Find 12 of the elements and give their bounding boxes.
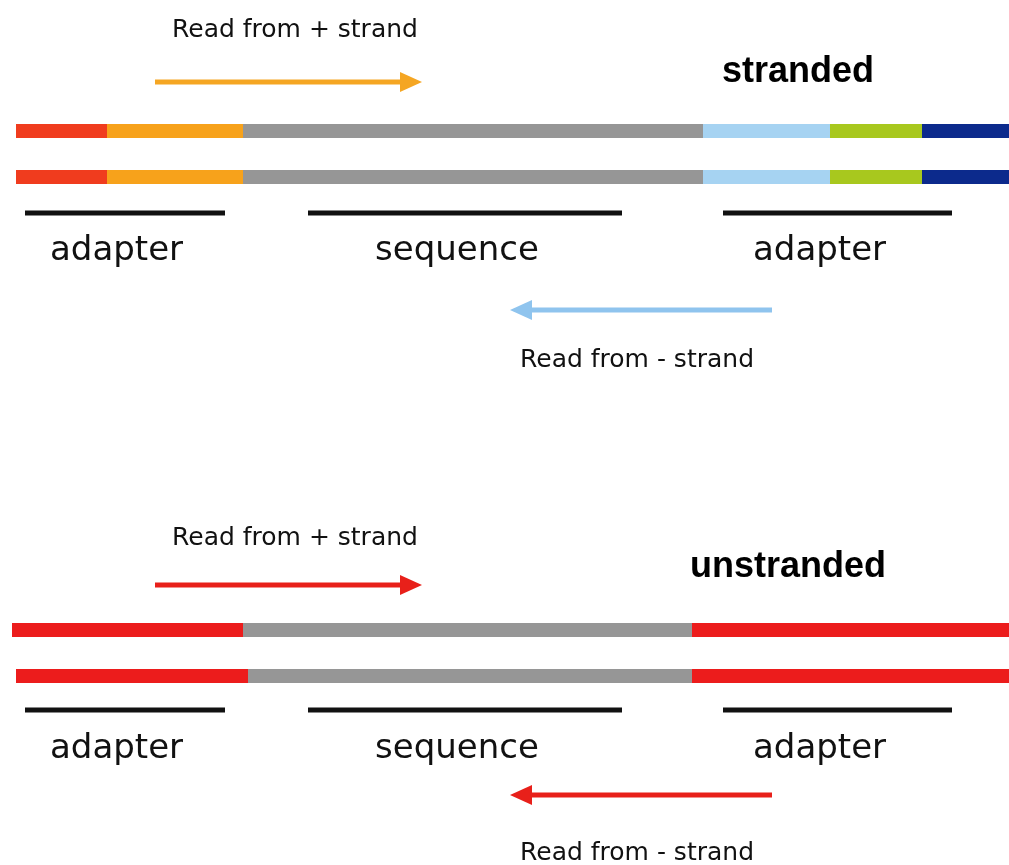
region-label: adapter <box>50 729 184 763</box>
region-label: adapter <box>753 231 887 265</box>
region-label: adapter <box>50 231 184 265</box>
region-label: sequence <box>375 231 539 265</box>
panel-title: stranded <box>722 52 875 88</box>
region-label: sequence <box>375 729 539 763</box>
strand-label: Read from - strand <box>520 838 754 864</box>
strand-label: Read from + strand <box>172 15 418 41</box>
strand-label: Read from - strand <box>520 345 754 371</box>
region-label: adapter <box>753 729 887 763</box>
panel-title: unstranded <box>690 547 886 583</box>
strand-label: Read from + strand <box>172 523 418 549</box>
